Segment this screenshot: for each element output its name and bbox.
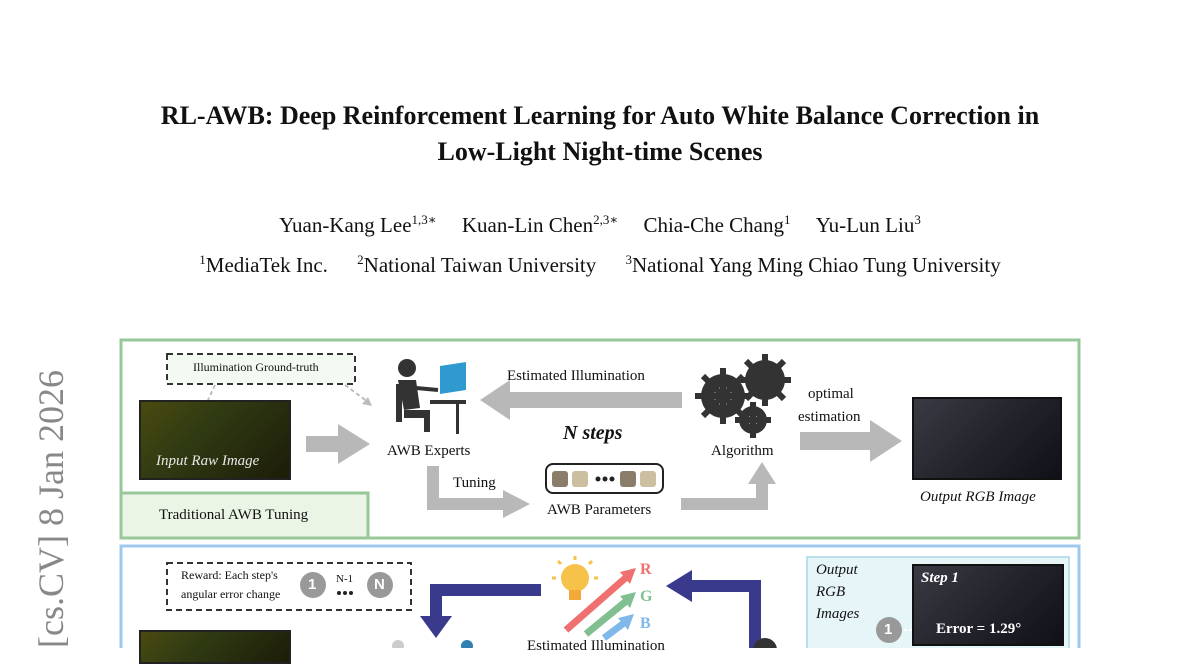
error-label: Error = 1.29° [936, 621, 1022, 637]
paper-title: RL-AWB: Deep Reinforcement Learning for … [0, 98, 1200, 170]
title-line-1: RL-AWB: Deep Reinforcement Learning for … [160, 101, 1040, 130]
estimated-illum-label: Estimated Illumination [507, 368, 645, 384]
output-line-3: Images [816, 606, 860, 622]
b-label: B [640, 615, 651, 632]
arrow-to-output [800, 420, 902, 462]
arrow-navy-left [430, 584, 541, 620]
author: Yuan-Kang Lee1,3∗ [279, 212, 437, 237]
author: Kuan-Lin Chen2,3∗ [461, 212, 619, 237]
reward-line-2: angular error change [181, 587, 281, 601]
illum-gt-label: Illumination Ground-truth [193, 360, 319, 374]
arrow-to-experts [306, 424, 370, 464]
author: Chia-Che Chang1 [643, 212, 791, 237]
output-rgb-label: Output RGB Image [920, 489, 1036, 505]
tuning-label: Tuning [453, 475, 496, 491]
traditional-awb-label: Traditional AWB Tuning [159, 507, 309, 523]
output-line-1: Output [816, 562, 858, 578]
awb-experts-label: AWB Experts [387, 443, 471, 459]
arrow-params-to-algo [681, 482, 768, 510]
input-raw-image [139, 400, 291, 480]
reward-line-1: Reward: Each step's [181, 568, 278, 582]
expert-person-icon [396, 359, 466, 434]
input-raw-image-bottom [139, 630, 291, 664]
n-steps-label: N steps [563, 422, 623, 444]
estimation-label: estimation [798, 409, 861, 425]
affiliation: 1MediaTek Inc. [199, 252, 328, 277]
reward-step-n: N [374, 576, 385, 593]
bottom-panel-border [119, 544, 1081, 648]
author-list: Yuan-Kang Lee1,3∗ Kuan-Lin Chen2,3∗ Chia… [0, 212, 1200, 238]
reward-step-1: 1 [308, 576, 317, 593]
lightbulb-icon [552, 556, 598, 600]
r-label: R [640, 561, 652, 578]
affiliation: 3National Yang Ming Chiao Tung Universit… [625, 252, 1001, 277]
arrow-tuning [427, 466, 505, 510]
arrow-navy-right [690, 580, 761, 648]
reward-step-n1: N-1 [336, 573, 354, 585]
algorithm-label: Algorithm [711, 443, 774, 459]
output-circle-1: 1 [884, 621, 893, 638]
traditional-label-box [119, 491, 370, 540]
input-raw-label: Input Raw Image [156, 453, 260, 469]
top-panel-border [119, 338, 1081, 540]
estimated-illum-bottom-label: Estimated Illumination [527, 638, 665, 654]
g-label: G [640, 588, 653, 605]
author: Yu-Lun Liu3 [815, 212, 921, 237]
output-line-2: RGB [816, 584, 846, 600]
affiliation: 2National Taiwan University [357, 252, 597, 277]
illum-gt-box [166, 353, 356, 385]
step-output-image [912, 564, 1064, 646]
title-line-2: Low-Light Night-time Scenes [437, 137, 763, 166]
output-rgb-image [912, 397, 1062, 480]
arrow-estimated-illum [480, 380, 682, 420]
awb-params-label: AWB Parameters [547, 502, 652, 518]
affiliation-list: 1MediaTek Inc. 2National Taiwan Universi… [0, 252, 1200, 278]
figure-graphics [119, 338, 1081, 648]
gears-icon [695, 354, 791, 438]
optimal-label: optimal [808, 386, 854, 402]
step-1-label: Step 1 [921, 570, 959, 586]
